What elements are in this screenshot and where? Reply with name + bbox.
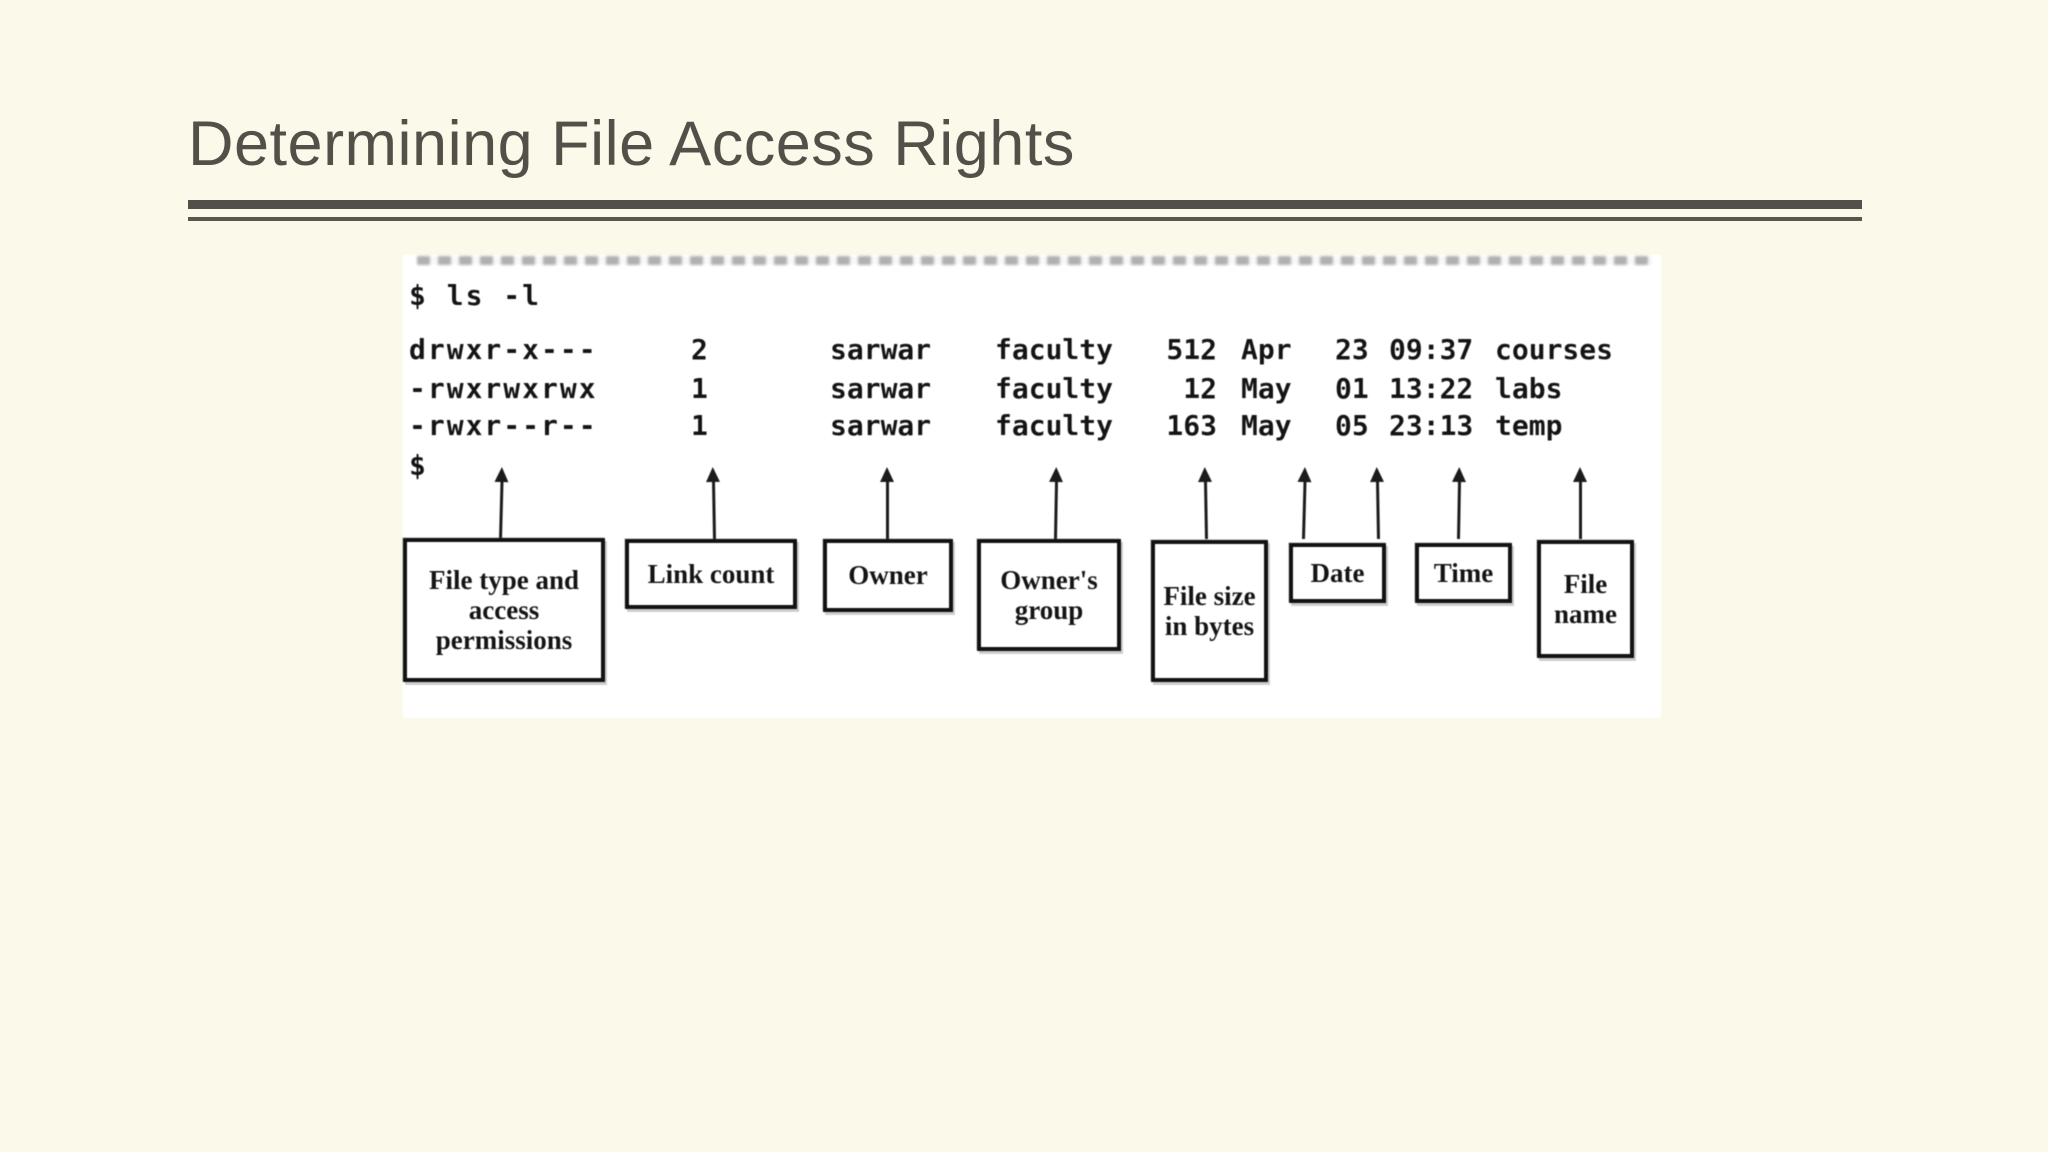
callout-permissions: File type and access permissions (403, 538, 605, 682)
day-cell: 01 (1335, 372, 1369, 405)
filename-cell: temp (1495, 409, 1563, 442)
owner-cell: sarwar (830, 372, 932, 405)
callout-time: Time (1415, 543, 1512, 603)
listing-row: drwxr-x--- 2 sarwar faculty 512 Apr 23 0… (403, 333, 1661, 367)
group-cell: faculty (995, 409, 1114, 442)
filename-cell: courses (1495, 333, 1614, 366)
up-arrow-icon (711, 474, 716, 540)
permissions-cell: -rwxr--r-- (409, 409, 598, 442)
callout-label: Date (1310, 557, 1365, 588)
group-cell: faculty (995, 333, 1114, 366)
title-underline-thick (188, 200, 1862, 209)
prompt-text: $ (409, 449, 428, 482)
callout-label: Owner's group (1000, 564, 1098, 625)
month-cell: May (1241, 372, 1292, 405)
up-arrow-icon (1573, 467, 1587, 539)
size-cell: 163 (1166, 409, 1217, 442)
link-count-cell: 1 (691, 372, 708, 405)
permissions-cell: drwxr-x--- (409, 333, 598, 366)
day-cell: 05 (1335, 409, 1369, 442)
owner-cell: sarwar (830, 409, 932, 442)
month-cell: May (1241, 409, 1292, 442)
size-cell: 12 (1183, 372, 1217, 405)
group-cell: faculty (995, 372, 1114, 405)
time-cell: 13:22 (1389, 372, 1474, 405)
callout-link-count: Link count (625, 539, 797, 609)
up-arrow-icon (1203, 474, 1208, 540)
callout-file-name: File name (1537, 540, 1634, 658)
page-title: Determining File Access Rights (188, 109, 1075, 179)
terminal-prompt: $ (403, 449, 1661, 483)
up-arrow-icon (1054, 474, 1059, 540)
up-arrow-icon (1302, 474, 1307, 540)
up-arrow-icon (880, 467, 894, 539)
time-cell: 09:37 (1389, 333, 1474, 366)
owner-cell: sarwar (830, 333, 932, 366)
callout-owners-group: Owner's group (977, 539, 1121, 651)
filename-cell: labs (1495, 372, 1563, 405)
callout-owner: Owner (823, 539, 953, 612)
month-cell: Apr (1241, 333, 1292, 366)
listing-row: -rwxr--r-- 1 sarwar faculty 163 May 05 2… (403, 409, 1661, 443)
time-cell: 23:13 (1389, 409, 1474, 442)
callout-label: Owner (848, 560, 928, 591)
size-cell: 512 (1166, 333, 1217, 366)
callout-label: Link count (647, 558, 775, 589)
link-count-cell: 1 (691, 409, 708, 442)
callout-label: File type and access permissions (428, 564, 579, 656)
terminal-command: $ ls -l (403, 279, 1661, 313)
command-text: $ ls -l (409, 279, 542, 312)
up-arrow-icon (1375, 474, 1380, 540)
callout-label: Time (1433, 557, 1494, 588)
day-cell: 23 (1335, 333, 1369, 366)
link-count-cell: 2 (691, 333, 708, 366)
callout-label: File size in bytes (1163, 580, 1256, 641)
permissions-cell: -rwxrwxrwx (409, 372, 598, 405)
callout-label: File name (1554, 568, 1617, 629)
callout-file-size: File size in bytes (1151, 540, 1268, 682)
ls-output-figure: $ ls -l drwxr-x--- 2 sarwar faculty 512 … (403, 255, 1661, 718)
title-underline-thin (188, 217, 1862, 221)
callout-date: Date (1289, 543, 1386, 603)
up-arrow-icon (1457, 474, 1462, 540)
listing-row: -rwxrwxrwx 1 sarwar faculty 12 May 01 13… (403, 372, 1661, 406)
